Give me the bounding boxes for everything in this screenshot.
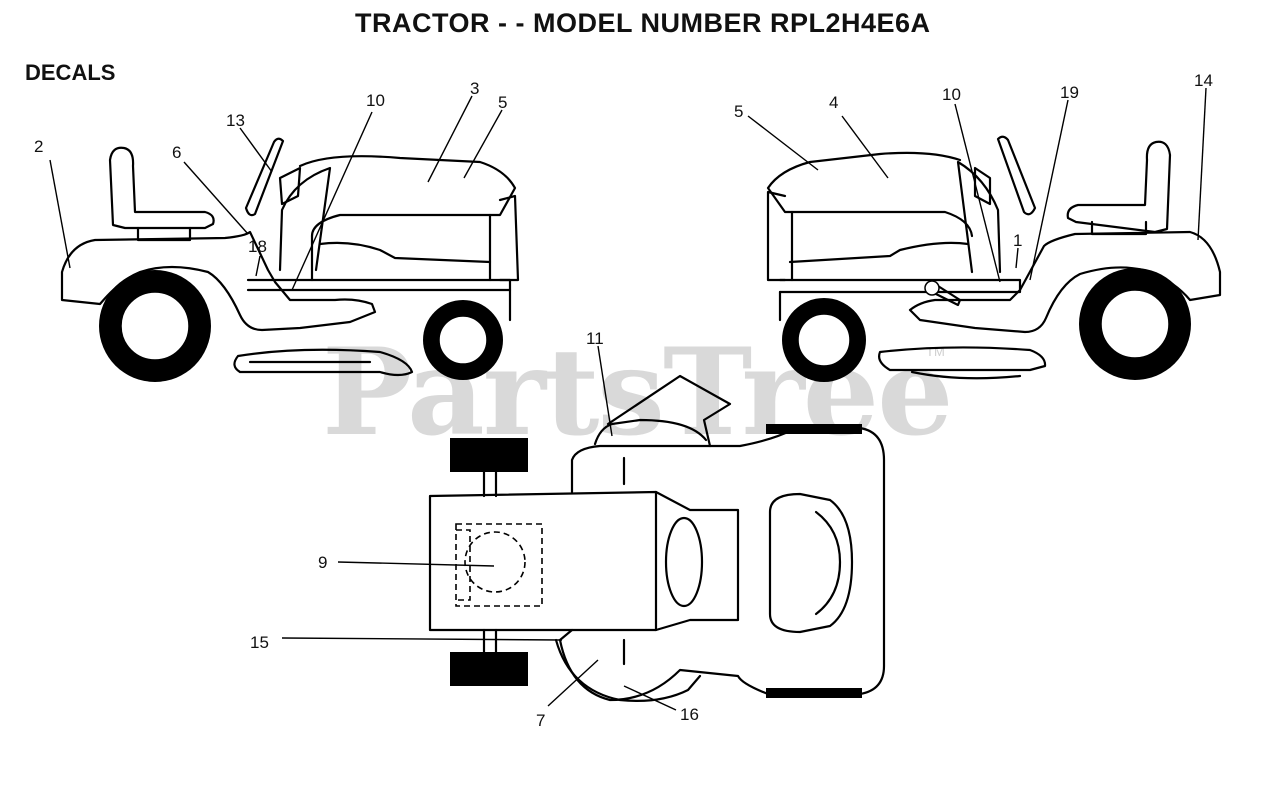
leader-lines [49, 87, 1207, 711]
page-title: TRACTOR - - MODEL NUMBER RPL2H4E6A [355, 8, 931, 38]
callout-19: 19 [1060, 83, 1079, 102]
callout-1: 1 [1013, 231, 1022, 250]
callout-5-right: 5 [734, 102, 743, 121]
callout-4: 4 [829, 93, 838, 112]
callout-7: 7 [536, 711, 545, 730]
tractor-left-view [60, 137, 520, 382]
callout-9: 9 [318, 553, 327, 572]
callout-13: 13 [226, 111, 245, 130]
callout-5-left: 5 [498, 93, 507, 112]
callout-10-left: 10 [366, 91, 385, 110]
section-label: DECALS [25, 60, 116, 85]
callout-15: 15 [250, 633, 269, 652]
callout-10-right: 10 [942, 85, 961, 104]
callout-2: 2 [34, 137, 43, 156]
tractor-top-view [428, 374, 886, 702]
callout-18: 18 [248, 237, 267, 256]
callout-14: 14 [1194, 71, 1213, 90]
callout-6: 6 [172, 143, 181, 162]
tractor-right-view [766, 135, 1222, 382]
callout-11: 11 [586, 329, 604, 348]
callout-labels: 2 6 13 18 10 3 5 5 4 10 19 1 14 11 9 15 … [34, 71, 1213, 730]
callout-16: 16 [680, 705, 699, 724]
callout-3: 3 [470, 79, 479, 98]
